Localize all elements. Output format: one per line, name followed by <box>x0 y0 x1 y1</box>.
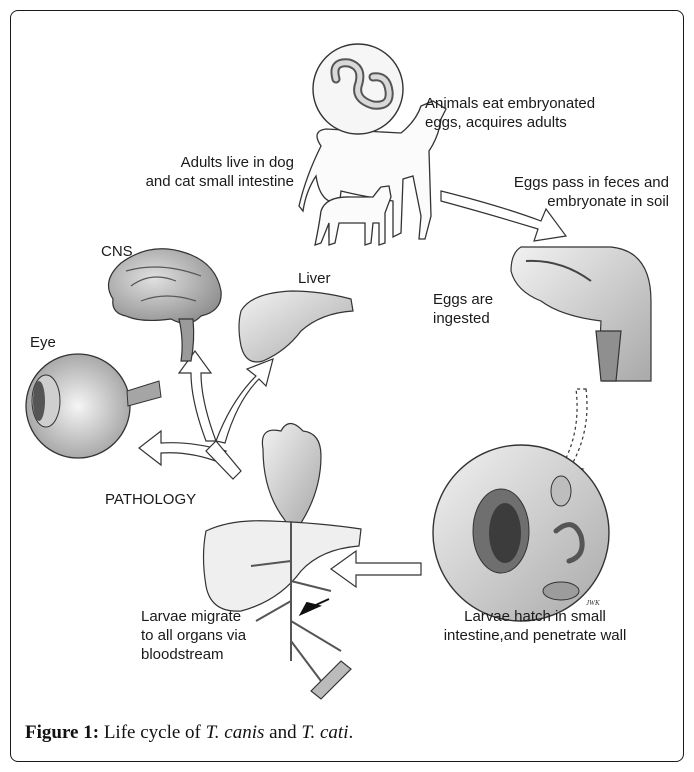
caption-species-1: T. canis <box>206 722 265 743</box>
label-eggs-pass: Eggs pass in feces and embryonate in soi… <box>481 173 669 211</box>
label-eggs-ingested: Eggs are ingested <box>433 290 493 328</box>
caption-text-2: and <box>264 722 301 743</box>
pathology-arrows <box>139 351 273 479</box>
eye-illustration <box>26 354 161 458</box>
label-larvae-hatch: Larvae hatch in small intestine,and pene… <box>425 607 645 645</box>
migration-arrow <box>301 599 329 614</box>
label-liver: Liver <box>298 269 331 288</box>
intestine-segment <box>311 661 351 699</box>
brain-illustration <box>109 249 222 361</box>
larva-1 <box>551 476 571 506</box>
figure-caption: Figure 1: Life cycle of T. canis and T. … <box>25 722 353 744</box>
figure-frame: JWK Animals eat embryonated eggs, acquir… <box>10 10 684 762</box>
head-outline <box>511 247 651 381</box>
arrow-to-cns <box>179 351 216 441</box>
intestine-inset: JWK <box>433 445 609 621</box>
label-larvae-migrate: Larvae migrate to all organs via bloodst… <box>141 607 246 664</box>
head-cross-section <box>511 247 651 381</box>
caption-prefix: Figure 1: <box>25 722 99 743</box>
liver-icon <box>239 291 353 362</box>
brainstem <box>179 319 194 361</box>
liver-illustration <box>239 291 353 362</box>
adult-worm-inset <box>313 44 403 134</box>
label-animals-eat: Animals eat embryonated eggs, acquires a… <box>425 94 595 132</box>
caption-species-2: T. cati <box>301 722 348 743</box>
optic-nerve <box>127 381 161 406</box>
arrow-intestine-to-heart <box>331 551 421 587</box>
label-adults-live: Adults live in dog and cat small intesti… <box>139 153 294 191</box>
label-cns: CNS <box>101 242 133 261</box>
artist-signature: JWK <box>586 599 600 607</box>
label-pathology: PATHOLOGY <box>105 490 196 509</box>
throat-tube <box>596 331 621 381</box>
caption-text-3: . <box>348 722 353 743</box>
caption-text-1: Life cycle of <box>99 722 206 743</box>
arrow-to-liver <box>216 359 273 443</box>
larva-3 <box>543 582 579 600</box>
label-eye: Eye <box>30 333 56 352</box>
heart-icon <box>262 424 321 527</box>
